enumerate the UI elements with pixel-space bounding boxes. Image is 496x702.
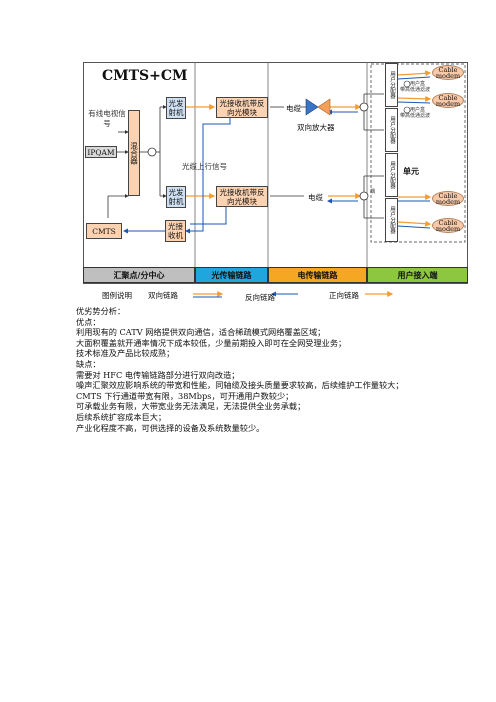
legend-reverse: 反向链路	[245, 293, 275, 302]
splitter-2: 用户分配器	[385, 108, 398, 152]
legend-title: 图例说明	[102, 291, 132, 300]
optical-receiver-module-1: 光接收机带反向光模块	[216, 97, 268, 118]
optical-transmitter-2: 光发射机	[166, 186, 186, 208]
analysis-line: 后续系统扩容成本巨大；	[76, 411, 167, 422]
network-diagram	[83, 62, 468, 284]
band-electrical: 电传输链路	[268, 267, 367, 283]
amplifier-icon	[305, 98, 319, 116]
legend-forward: 正向链路	[329, 291, 359, 300]
cable-modem-4: Cable modem	[432, 218, 464, 233]
legend-bidirectional: 双向链路	[148, 291, 178, 300]
analysis-line: 需要对 HFC 电传输链路部分进行双向改造；	[76, 369, 240, 380]
analysis-line: 利用现有的 CATV 网络提供双向通信，适合稀疏模式网络覆盖区域；	[76, 327, 326, 338]
optical-receiver: 光接收机	[165, 220, 186, 242]
cable-modem-3: Cable modem	[432, 191, 464, 206]
analysis-text: 优劣势分析： 优点： 利用现有的 CATV 网络提供双向通信，适合稀疏模式网络覆…	[76, 306, 404, 433]
tap-label: 耦	[370, 189, 376, 195]
tap-icon	[359, 102, 369, 112]
splitter-1: 用户分配器	[385, 63, 398, 107]
user-box-note: 带高低通滤波	[400, 113, 431, 119]
user-box-note: 用户盒	[410, 81, 426, 87]
analysis-heading: 优劣势分析：	[76, 306, 126, 316]
cable-modem-2: Cable modem	[432, 93, 464, 108]
diagram-title: CMTS+CM	[102, 68, 188, 84]
cable-modem-1: Cable modem	[432, 65, 464, 80]
ipqam-box: IPQAM	[85, 146, 117, 158]
analysis-line: 技术标准及产品比较成熟；	[76, 348, 175, 359]
cable-label-2: 电缆	[308, 193, 323, 202]
analysis-line: CMTS 下行通道带宽有限，38Mbps，可开通用户数较少；	[76, 390, 294, 401]
catv-signal-label: 有线电视信号	[88, 109, 126, 128]
optical-transmitter-1: 光发射机	[166, 97, 186, 119]
analysis-line: 大面积覆盖就开通率情况下成本较低，少量前期投入即可在全网受理业务；	[76, 337, 347, 348]
analysis-line: 噪声汇聚效应影响系统的带宽和性能，同轴缆及接头质量要求较高，后续维护工作量较大；	[76, 380, 404, 391]
tap-icon	[359, 191, 369, 201]
cable-label-1: 电缆	[286, 104, 301, 113]
amplifier-label: 双向放大器	[297, 123, 335, 132]
band-headend: 汇聚点/分中心	[83, 267, 195, 283]
band-user: 用户接入端	[367, 267, 468, 283]
unit-label: 单元	[403, 166, 419, 176]
analysis-line: 可承载业务有限，大带宽业务无法满足，无法提供全业务承载；	[76, 401, 306, 412]
band-optical: 光传输链路	[195, 267, 268, 283]
splitter-3: 用户分配器	[385, 153, 398, 197]
cons-heading: 缺点：	[76, 358, 101, 369]
cmts-box: CMTS	[86, 223, 122, 239]
mixer-box: 混合器	[128, 110, 140, 196]
splitter-4: 用户分配器	[385, 198, 398, 242]
user-box-note: 用户盒	[410, 107, 426, 113]
user-access-frame	[370, 63, 466, 243]
pros-heading: 优点：	[76, 316, 101, 327]
upstream-signal-label: 光缆上行信号	[182, 162, 227, 171]
optical-receiver-module-2: 光接收机带反向光模块	[216, 186, 268, 207]
analysis-line: 产业化程度不高，可供选择的设备及系统数量较少。	[76, 422, 265, 433]
user-box-note: 带高低通滤波	[400, 87, 431, 93]
